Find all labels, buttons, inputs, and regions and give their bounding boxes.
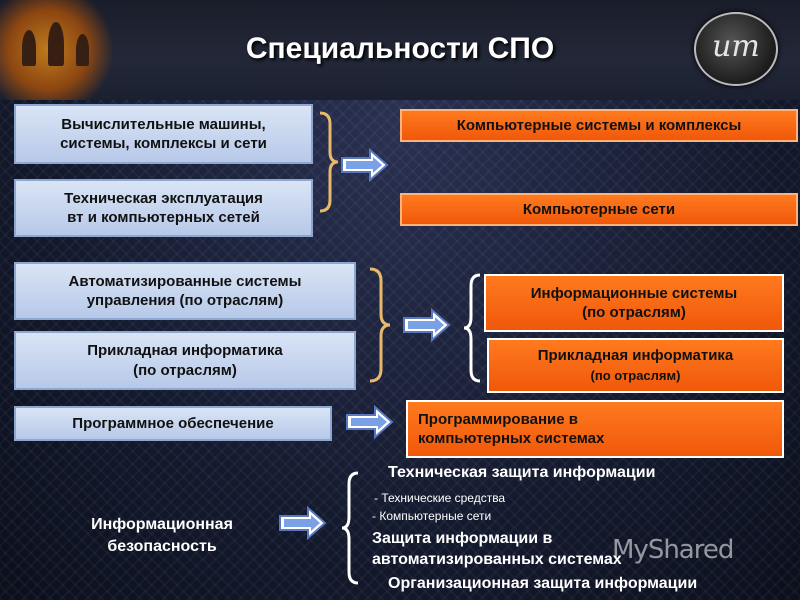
spec-zias-line2: автоматизированных системах	[372, 550, 622, 568]
box-ksk: Компьютерные системы и комплексы	[400, 109, 798, 142]
spec-zias: Защита информации в автоматизированных си…	[372, 529, 622, 571]
box-te-line2: вт и компьютерных сетей	[67, 209, 260, 226]
box-pi-right: Прикладная информатика (по отраслям)	[487, 338, 784, 393]
box-ksk-label: Компьютерные системы и комплексы	[456, 116, 742, 134]
spec-tzi-sub2: - Компьютерные сети	[372, 509, 492, 523]
watermark: MyShared	[612, 535, 734, 565]
security-label-line2: безопасность	[107, 538, 217, 556]
spec-tzi-sub1: - Технические средства	[374, 491, 506, 505]
security-label: Информационная безопасность	[62, 514, 262, 559]
page-title: Специальности СПО	[245, 32, 555, 65]
box-asu-line2: управления (по отраслям)	[86, 292, 284, 309]
header-band	[0, 0, 800, 100]
arrow-right-icon	[279, 506, 327, 540]
logo: um	[694, 12, 778, 86]
spec-ozi: Организационная защита информации	[388, 575, 698, 592]
spec-zias-line1: Защита информации в	[372, 530, 553, 547]
arrow-right-icon	[346, 405, 394, 439]
box-pi-left: Прикладная информатика (по отраслям)	[14, 331, 356, 390]
box-asu-line1: Автоматизированные системы	[68, 272, 302, 290]
spec-tzi: Техническая защита информации	[388, 464, 656, 481]
box-po-label: Программное обеспечение	[72, 414, 274, 432]
box-is-line2: (по отраслям)	[582, 304, 686, 321]
box-te: Техническая эксплуатация вт и компьютерны…	[14, 179, 313, 237]
header-photo	[0, 0, 120, 100]
box-vm-line1: Вычислительные машины,	[61, 115, 266, 133]
arrow-right-icon	[403, 308, 451, 342]
box-prog-line1: Программирование в	[418, 410, 578, 428]
security-label-line1: Информационная	[91, 516, 233, 533]
box-ks-label: Компьютерные сети	[522, 200, 676, 218]
box-po: Программное обеспечение	[14, 406, 332, 441]
box-pi-right-line1: Прикладная информатика	[537, 347, 734, 364]
box-pi-left-line1: Прикладная информатика	[87, 342, 283, 359]
box-te-line1: Техническая эксплуатация	[64, 189, 263, 207]
box-vm-line2: системы, комплексы и сети	[60, 135, 267, 152]
box-is-line1: Информационные системы	[530, 284, 738, 302]
box-asu: Автоматизированные системы управления (по…	[14, 262, 356, 320]
box-ks: Компьютерные сети	[400, 193, 798, 226]
arrow-right-icon	[341, 148, 389, 182]
brace-right-top	[319, 111, 339, 213]
brace-right-mid	[369, 267, 391, 383]
box-prog-line2: компьютерных системах	[418, 430, 605, 447]
box-prog: Программирование в компьютерных системах	[406, 400, 784, 458]
box-vm: Вычислительные машины, системы, комплексы…	[14, 104, 313, 164]
box-is: Информационные системы (по отраслям)	[484, 274, 784, 332]
brace-left-bottom	[341, 471, 359, 585]
box-pi-right-line2: (по отраслям)	[590, 367, 681, 383]
brace-left-mid	[463, 273, 481, 383]
box-pi-left-line2: (по отраслям)	[133, 361, 237, 379]
